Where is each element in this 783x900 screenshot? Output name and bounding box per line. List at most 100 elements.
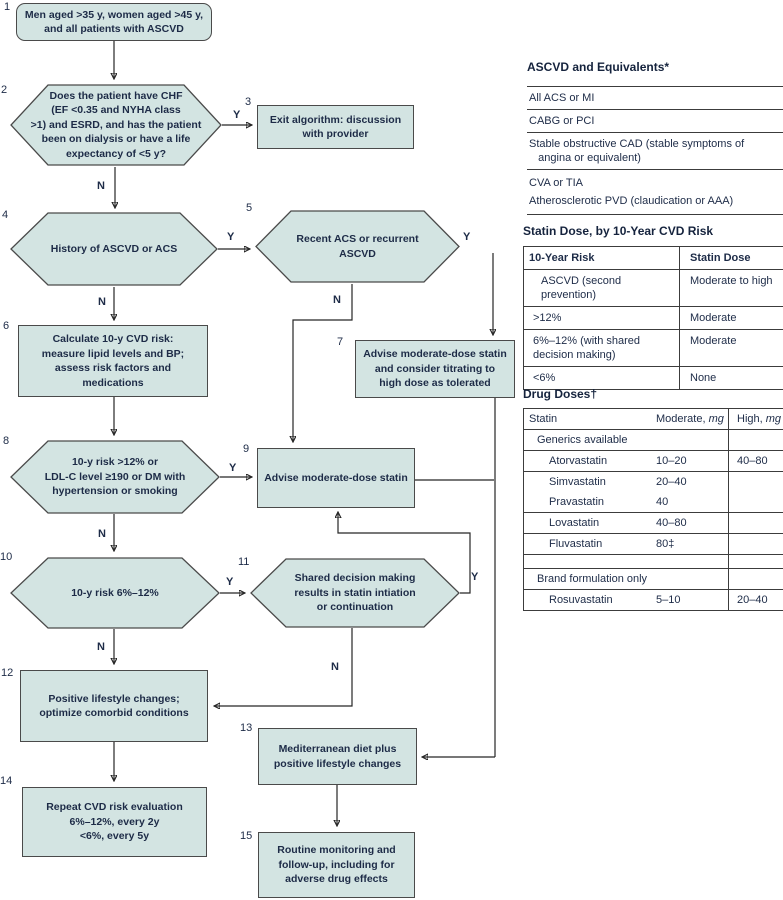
table-row: All ACS or MI (527, 86, 783, 109)
high-dose-cell: 40–80 (728, 451, 783, 471)
high-dose-cell (728, 472, 783, 492)
label-no-10-12: N (97, 641, 105, 653)
high-dose-cell (728, 534, 783, 554)
node-2-number: 2 (1, 84, 8, 96)
ascvd-table-title: ASCVD and Equivalents* (527, 60, 670, 74)
node-1-number: 1 (4, 1, 11, 13)
group-row-brand: Brand formulation only (524, 568, 783, 589)
flow-node-11-label: Shared decision making results in statin… (294, 572, 416, 614)
table-row: Pravastatin 40 (524, 492, 783, 512)
label-no-5-9: N (333, 294, 341, 306)
dose-cell: Moderate to high (679, 270, 783, 306)
flow-node-9: Advise moderate-dose statin (257, 448, 415, 508)
label-no-4-6: N (98, 296, 106, 308)
risk-column-header: 10-Year Risk (529, 252, 595, 264)
flow-node-14-label: Repeat CVD risk evaluation 6%–12%, every… (46, 801, 183, 843)
label-no-2-4: N (97, 180, 105, 192)
statin-dose-table-title: Statin Dose, by 10-Year CVD Risk (523, 224, 714, 238)
hexagon-shape (10, 557, 220, 629)
flow-node-8-label: 10-y risk >12% or LDL-C level ≥190 or DM… (44, 456, 186, 498)
flow-node-6-label: Calculate 10-y CVD risk: measure lipid l… (41, 333, 185, 389)
empty-cell (524, 555, 649, 568)
node-5-number: 5 (246, 202, 253, 214)
flow-node-13: Mediterranean diet plus positive lifesty… (258, 728, 417, 785)
label-yes-10-11: Y (226, 576, 234, 588)
hexagon-shape (250, 558, 460, 628)
flow-node-4-label: History of ASCVD or ACS (50, 242, 178, 255)
flow-node-11: Shared decision making results in statin… (250, 558, 460, 628)
spacer-row (524, 554, 783, 568)
drug-doses-table-title: Drug Doses† (523, 387, 598, 401)
table-row: Rosuvastatin 5–10 20–40 (524, 589, 783, 610)
table-row: Atorvastatin 10–20 40–80 (524, 450, 783, 471)
table-row-line: Atherosclerotic PVD (claudication or AAA… (529, 195, 734, 207)
label-yes-8-9: Y (229, 462, 237, 474)
table-row: CABG or PCI (527, 109, 783, 132)
label-yes-4-5: Y (227, 231, 235, 243)
flow-node-9-label: Advise moderate-dose statin (264, 471, 408, 484)
risk-cell: <6% (533, 372, 556, 384)
flow-node-7: Advise moderate-dose statin and consider… (355, 340, 515, 398)
drug-name-cell: Pravastatin (549, 496, 605, 508)
flow-node-5-label: Recent ACS or recurrent ASCVD (296, 233, 419, 260)
flow-node-6: Calculate 10-y CVD risk: measure lipid l… (18, 325, 208, 397)
moderate-column-header: Moderate, mg (649, 409, 728, 429)
empty-cell (728, 569, 783, 589)
moderate-dose-cell: 80‡ (656, 538, 675, 550)
flow-node-3-label: Exit algorithm: discussion with provider (269, 113, 402, 141)
flow-node-7-label: Advise moderate-dose statin and consider… (363, 348, 507, 390)
high-header-text: High, (737, 413, 763, 425)
group-row-generics: Generics available (524, 429, 783, 450)
node-4-number: 4 (2, 209, 9, 221)
flow-node-1-label: Men aged >35 y, women aged >45 y, and al… (24, 8, 204, 36)
label-yes-2-3: Y (233, 109, 241, 121)
flow-node-1: Men aged >35 y, women aged >45 y, and al… (16, 3, 212, 41)
ascvd-equivalents-table: ASCVD and Equivalents* All ACS or MI CAB… (527, 60, 783, 215)
empty-cell (728, 430, 783, 450)
table-row: 6%–12% (with shared decision making) Mod… (524, 329, 783, 366)
moderate-dose-cell: 5–10 (656, 594, 681, 606)
dose-cell: None (679, 367, 783, 389)
node-14-number: 14 (0, 775, 13, 787)
flow-node-2: Does the patient have CHF (EF <0.35 and … (10, 84, 222, 166)
node-8-number: 8 (3, 435, 10, 447)
risk-cell: 6%–12% (with shared decision making) (533, 335, 641, 361)
hexagon-shape (255, 210, 460, 283)
moderate-dose-cell: 40–80 (656, 517, 687, 529)
flow-node-3: Exit algorithm: discussion with provider (257, 105, 414, 149)
table-row: Fluvastatin 80‡ (524, 533, 783, 554)
high-column-header: High, mg (728, 409, 783, 429)
table-row: Simvastatin 20–40 (524, 471, 783, 492)
empty-cell (728, 555, 783, 568)
drug-name-cell: Atorvastatin (549, 455, 608, 467)
risk-cell: >12% (533, 312, 562, 324)
hexagon-shape (10, 212, 218, 286)
table-header-row: 10-Year Risk Statin Dose (524, 247, 783, 269)
label-yes-5: Y (463, 231, 471, 243)
high-dose-cell (728, 492, 783, 512)
edge-5-9-no (293, 284, 353, 442)
empty-cell (649, 555, 728, 568)
flow-node-10: 10-y risk 6%–12% (10, 557, 220, 629)
drug-doses-table: Drug Doses† Statin Moderate, mg High, mg… (523, 387, 783, 611)
node-10-number: 10 (0, 551, 13, 563)
flow-node-2-label: Does the patient have CHF (EF <0.35 and … (30, 89, 202, 160)
label-no-11-12: N (331, 661, 339, 673)
table-row-line: CVA or TIA (529, 177, 584, 189)
flow-node-13-label: Mediterranean diet plus positive lifesty… (273, 743, 402, 770)
statin-dose-table-body: 10-Year Risk Statin Dose ASCVD (second p… (523, 246, 783, 390)
flow-node-4: History of ASCVD or ACS (10, 212, 218, 286)
drug-name-cell: Rosuvastatin (549, 594, 613, 606)
dose-column-header: Statin Dose (679, 247, 783, 269)
drug-name-cell: Fluvastatin (549, 538, 603, 550)
flow-node-10-label: 10-y risk 6%–12% (71, 586, 159, 599)
label-no-8-10: N (98, 528, 106, 540)
node-6-number: 6 (3, 320, 10, 332)
ascvd-table-body: All ACS or MI CABG or PCI Stable obstruc… (527, 86, 783, 215)
drug-name-cell: Simvastatin (549, 476, 606, 488)
node-12-number: 12 (1, 667, 14, 679)
risk-cell: ASCVD (second prevention) (541, 275, 622, 301)
moderate-dose-cell: 40 (656, 496, 669, 508)
flow-node-14: Repeat CVD risk evaluation 6%–12%, every… (22, 787, 207, 857)
